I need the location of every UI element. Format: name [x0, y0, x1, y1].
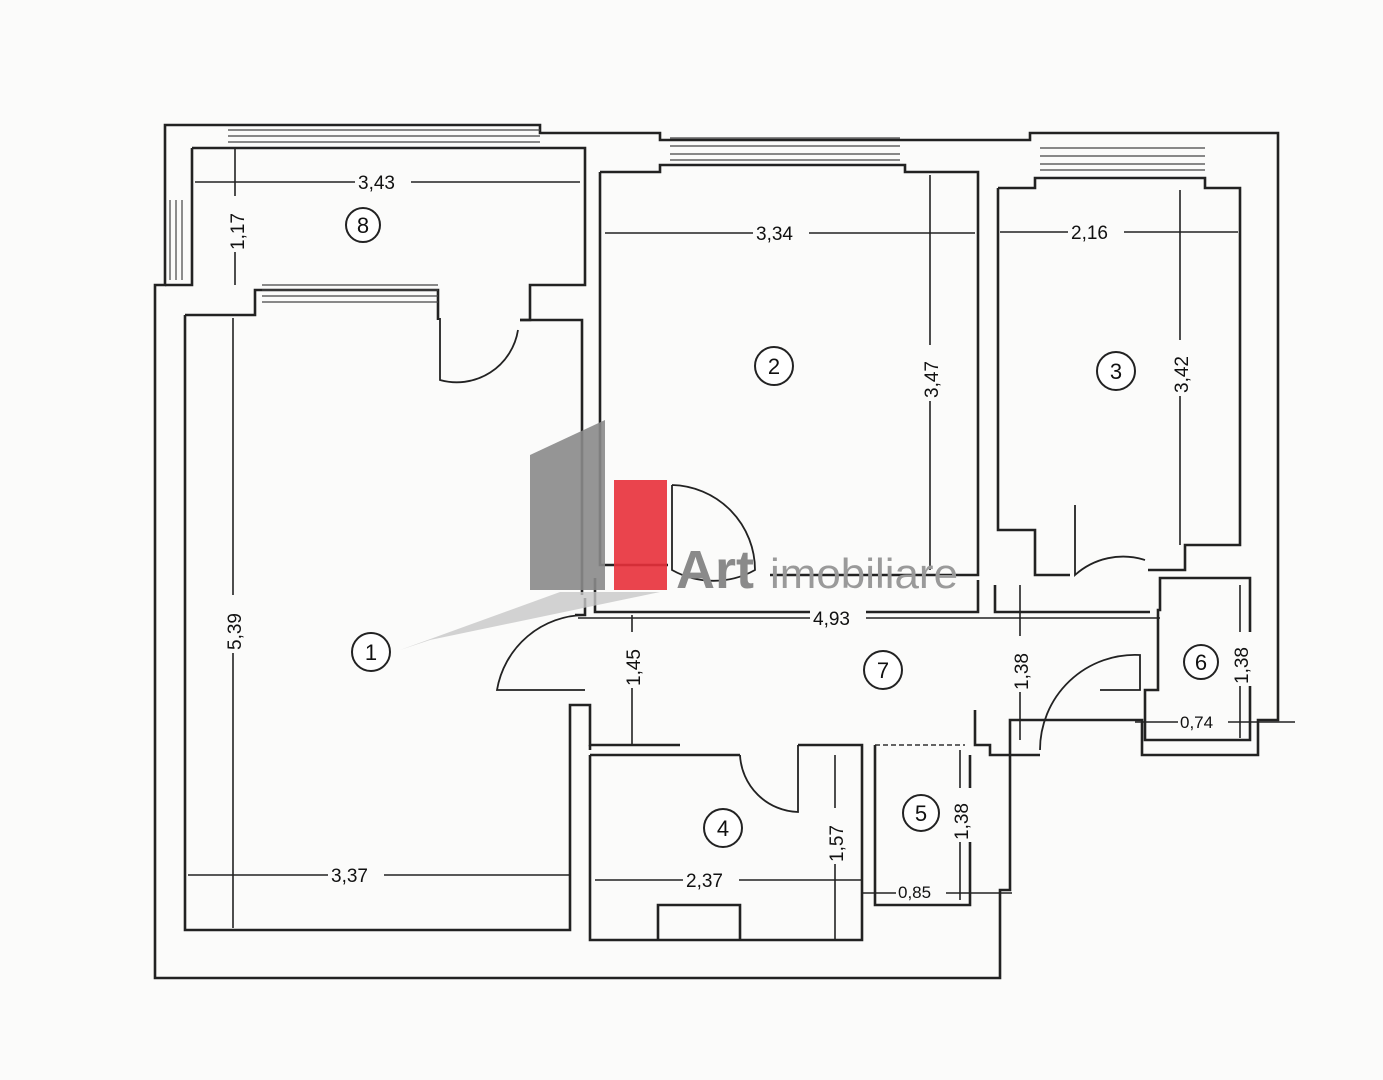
- windows: [169, 129, 1205, 303]
- room-number-2: 2: [768, 354, 780, 379]
- dim-room1-depth: 5,39: [225, 613, 246, 650]
- room-marker-5: 5: [902, 794, 940, 832]
- dimension-labels: 3,43 1,17 3,34 3,47 2,16 3,42 5,39 3,37 …: [221, 170, 1253, 902]
- dim-room4-width: 2,37: [686, 871, 723, 892]
- logo-art-text: Art: [676, 540, 754, 600]
- dim-room3-width: 2,16: [1071, 223, 1108, 244]
- logo-imobiliare-text: imobiliare: [770, 550, 958, 597]
- dim-room4-depth: 1,57: [827, 825, 848, 862]
- dim-room2-depth: 3,47: [922, 361, 943, 398]
- dim-corridor-width: 1,45: [624, 649, 645, 686]
- room-marker-8: 8: [345, 207, 381, 243]
- dim-balcony-width: 3,43: [358, 173, 395, 194]
- dim-corridor-length: 4,93: [813, 609, 850, 630]
- dim-room1-width: 3,37: [331, 866, 368, 887]
- room-marker-4: 4: [703, 808, 743, 848]
- room-number-1: 1: [365, 640, 377, 665]
- room-number-7: 7: [877, 658, 889, 683]
- dim-room2-width: 3,34: [756, 224, 793, 245]
- room-number-4: 4: [717, 816, 729, 841]
- room-marker-1: 1: [351, 632, 391, 672]
- room-markers: 8 2 3 1 7 6 4 5: [345, 207, 1219, 848]
- room-number-3: 3: [1110, 359, 1122, 384]
- room-marker-3: 3: [1096, 351, 1136, 391]
- dim-room5-width: 0,85: [898, 883, 931, 902]
- room-marker-6: 6: [1183, 644, 1219, 680]
- dim-corridor-end-width: 1,38: [1012, 653, 1033, 690]
- dim-room6-depth: 1,38: [1232, 647, 1253, 684]
- watermark-logo: Art imobiliare: [400, 420, 958, 650]
- room-number-8: 8: [357, 213, 369, 238]
- dim-room5-depth: 1,38: [952, 803, 973, 840]
- dim-room6-width: 0,74: [1180, 713, 1213, 732]
- room-number-5: 5: [915, 801, 927, 826]
- doors: [439, 318, 1146, 813]
- room-marker-7: 7: [863, 650, 903, 690]
- logo-grey-shape: [530, 420, 605, 590]
- dim-balcony-depth: 1,17: [228, 213, 249, 250]
- dim-room3-depth: 3,42: [1172, 356, 1193, 393]
- room-marker-2: 2: [754, 346, 794, 386]
- logo-swoosh: [400, 592, 660, 650]
- logo-red-shape: [614, 480, 667, 590]
- room-number-6: 6: [1195, 650, 1207, 675]
